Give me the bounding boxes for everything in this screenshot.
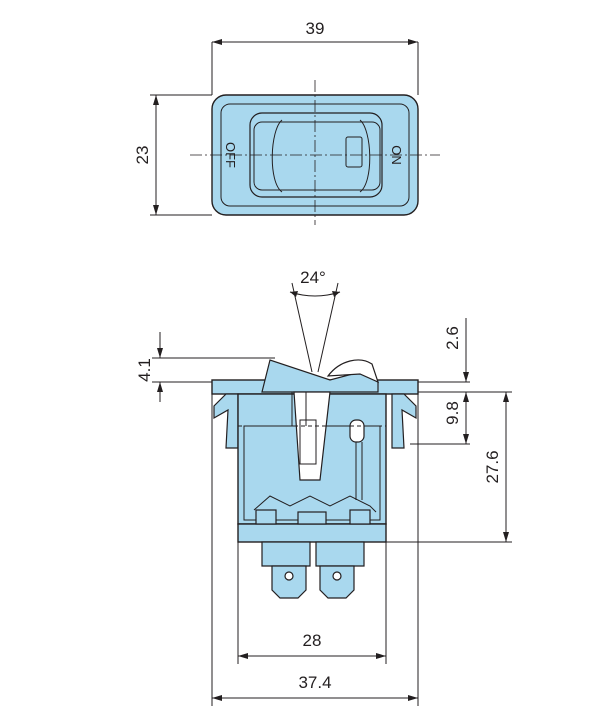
body-width-label: 28 [303, 631, 322, 650]
angle-label: 24° [300, 268, 326, 287]
lamp [349, 419, 365, 443]
on-label: ON [389, 145, 404, 165]
side-view: 24° 4.1 2.6 9.8 27.6 [135, 268, 512, 706]
right-clip [391, 393, 417, 449]
top-width-label: 39 [306, 19, 325, 38]
top-height-label: 23 [133, 146, 152, 165]
left-terminal-base [261, 541, 311, 567]
left-clip [213, 393, 239, 449]
right-terminal [319, 565, 355, 599]
top-view: 39 23 OFF ON [133, 19, 440, 225]
left-terminal [271, 565, 307, 599]
rocker-height-label: 4.1 [135, 358, 154, 382]
off-label: OFF [223, 142, 238, 168]
right-terminal-hole [332, 571, 342, 581]
indicator-window [345, 136, 363, 168]
clip-height-label: 9.8 [443, 401, 462, 425]
overall-width-label: 37.4 [298, 673, 331, 692]
switch-base [237, 523, 387, 543]
contact-spring [253, 495, 377, 513]
flange-top-label: 2.6 [443, 326, 462, 350]
actuator [293, 391, 331, 481]
body-height-label: 27.6 [483, 450, 502, 483]
right-terminal-base [315, 541, 365, 567]
left-terminal-hole [284, 571, 294, 581]
